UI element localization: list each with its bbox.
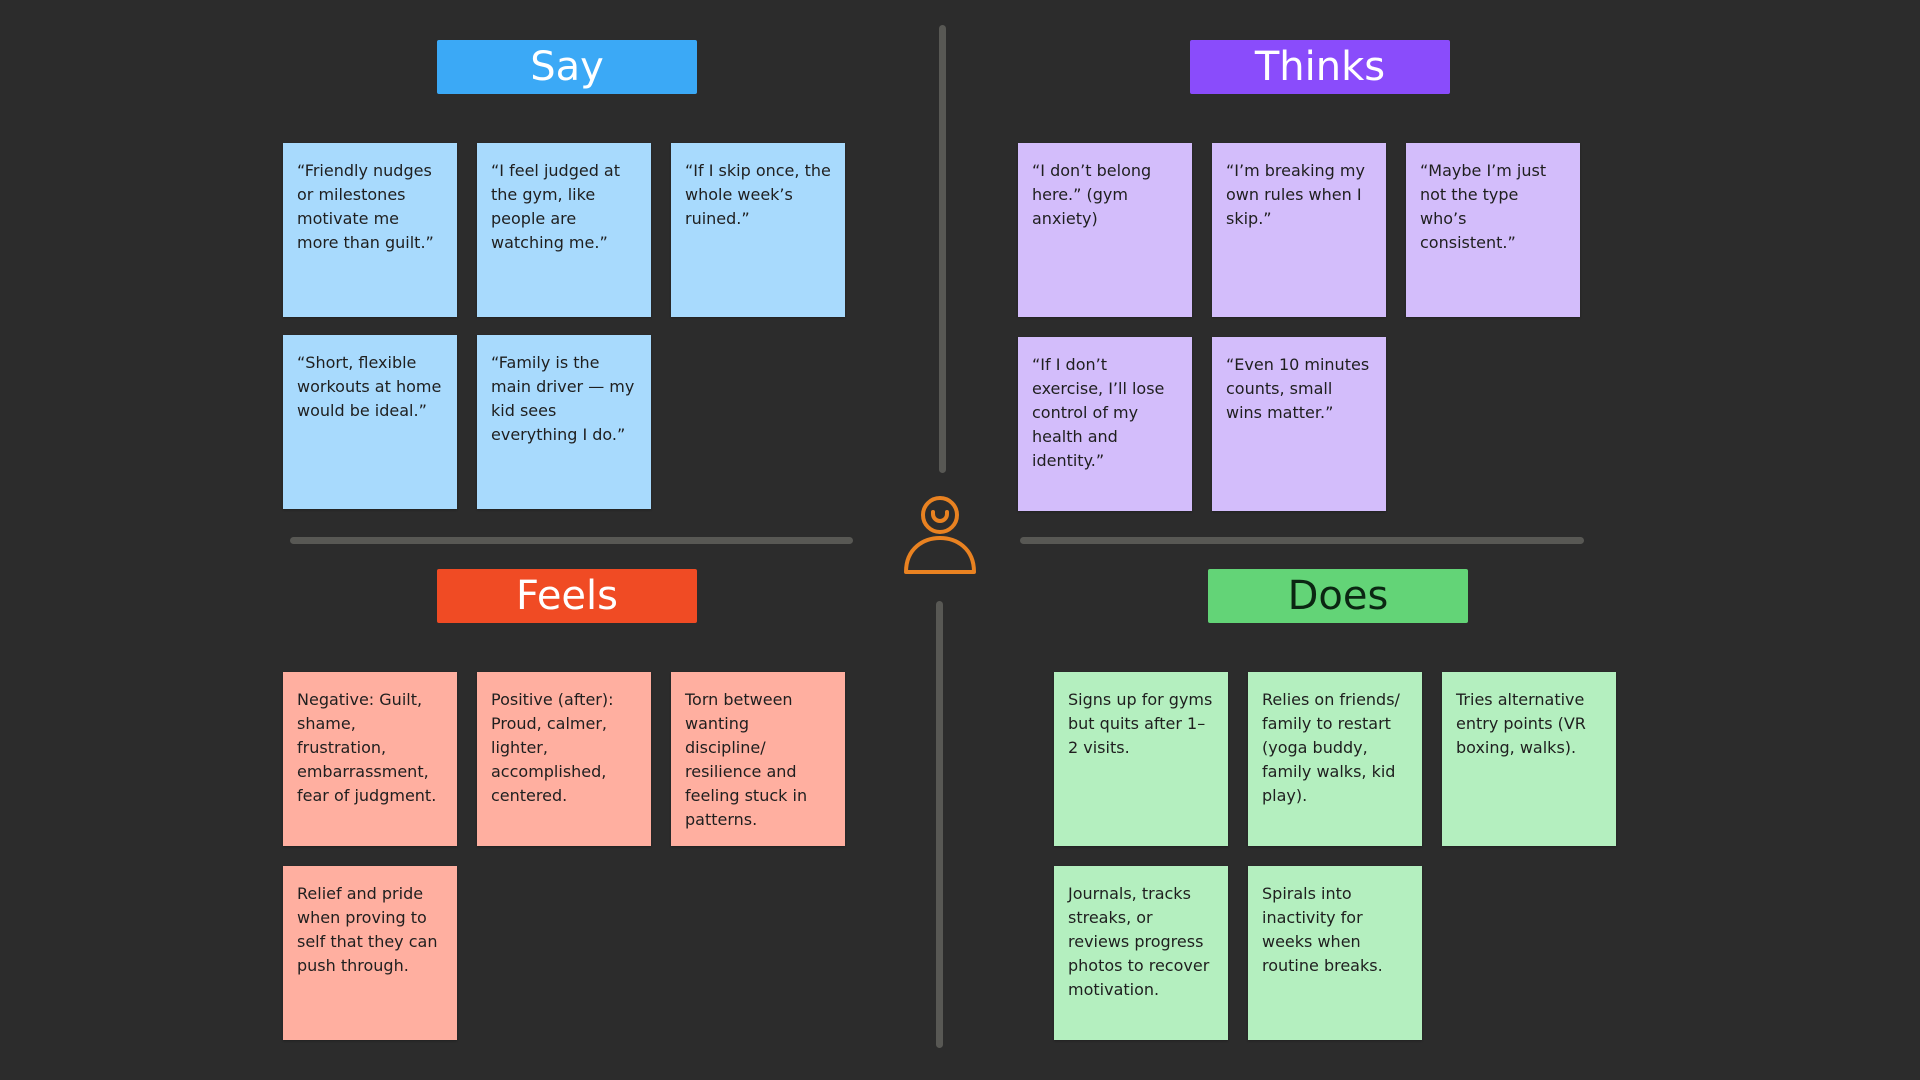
horizontal-divider-right <box>1020 537 1584 544</box>
does-header: Does <box>1208 569 1468 623</box>
say-header: Say <box>437 40 697 94</box>
does-sticky-note[interactable]: Tries alternative entry points (VR boxin… <box>1442 672 1616 846</box>
horizontal-divider-left <box>290 537 853 544</box>
does-sticky-note[interactable]: Journals, tracks streaks, or reviews pro… <box>1054 866 1228 1040</box>
thinks-sticky-note[interactable]: “If I don’t exercise, I’ll lose control … <box>1018 337 1192 511</box>
thinks-sticky-note[interactable]: “Maybe I’m just not the type who’s consi… <box>1406 143 1580 317</box>
say-sticky-note[interactable]: “Family is the main driver — my kid sees… <box>477 335 651 509</box>
does-sticky-note[interactable]: Spirals into inactivity for weeks when r… <box>1248 866 1422 1040</box>
vertical-divider-top <box>939 25 946 473</box>
does-sticky-note[interactable]: Signs up for gyms but quits after 1–2 vi… <box>1054 672 1228 846</box>
thinks-sticky-note[interactable]: “I don’t belong here.” (gym anxiety) <box>1018 143 1192 317</box>
thinks-sticky-note[interactable]: “I’m breaking my own rules when I skip.” <box>1212 143 1386 317</box>
say-sticky-note[interactable]: “I feel judged at the gym, like people a… <box>477 143 651 317</box>
say-sticky-note[interactable]: “Short, flexible workouts at home would … <box>283 335 457 509</box>
feels-sticky-note[interactable]: Positive (after): Proud, calmer, lighter… <box>477 672 651 846</box>
feels-header: Feels <box>437 569 697 623</box>
person-icon <box>904 496 976 574</box>
vertical-divider-bottom <box>936 601 943 1048</box>
feels-sticky-note[interactable]: Relief and pride when proving to self th… <box>283 866 457 1040</box>
feels-sticky-note[interactable]: Torn between wanting discipline/ resilie… <box>671 672 845 846</box>
thinks-header: Thinks <box>1190 40 1450 94</box>
feels-sticky-note[interactable]: Negative: Guilt, shame, frustration, emb… <box>283 672 457 846</box>
say-sticky-note[interactable]: “If I skip once, the whole week’s ruined… <box>671 143 845 317</box>
thinks-sticky-note[interactable]: “Even 10 minutes counts, small wins matt… <box>1212 337 1386 511</box>
say-sticky-note[interactable]: “Friendly nudges or milestones motivate … <box>283 143 457 317</box>
does-sticky-note[interactable]: Relies on friends/ family to restart (yo… <box>1248 672 1422 846</box>
